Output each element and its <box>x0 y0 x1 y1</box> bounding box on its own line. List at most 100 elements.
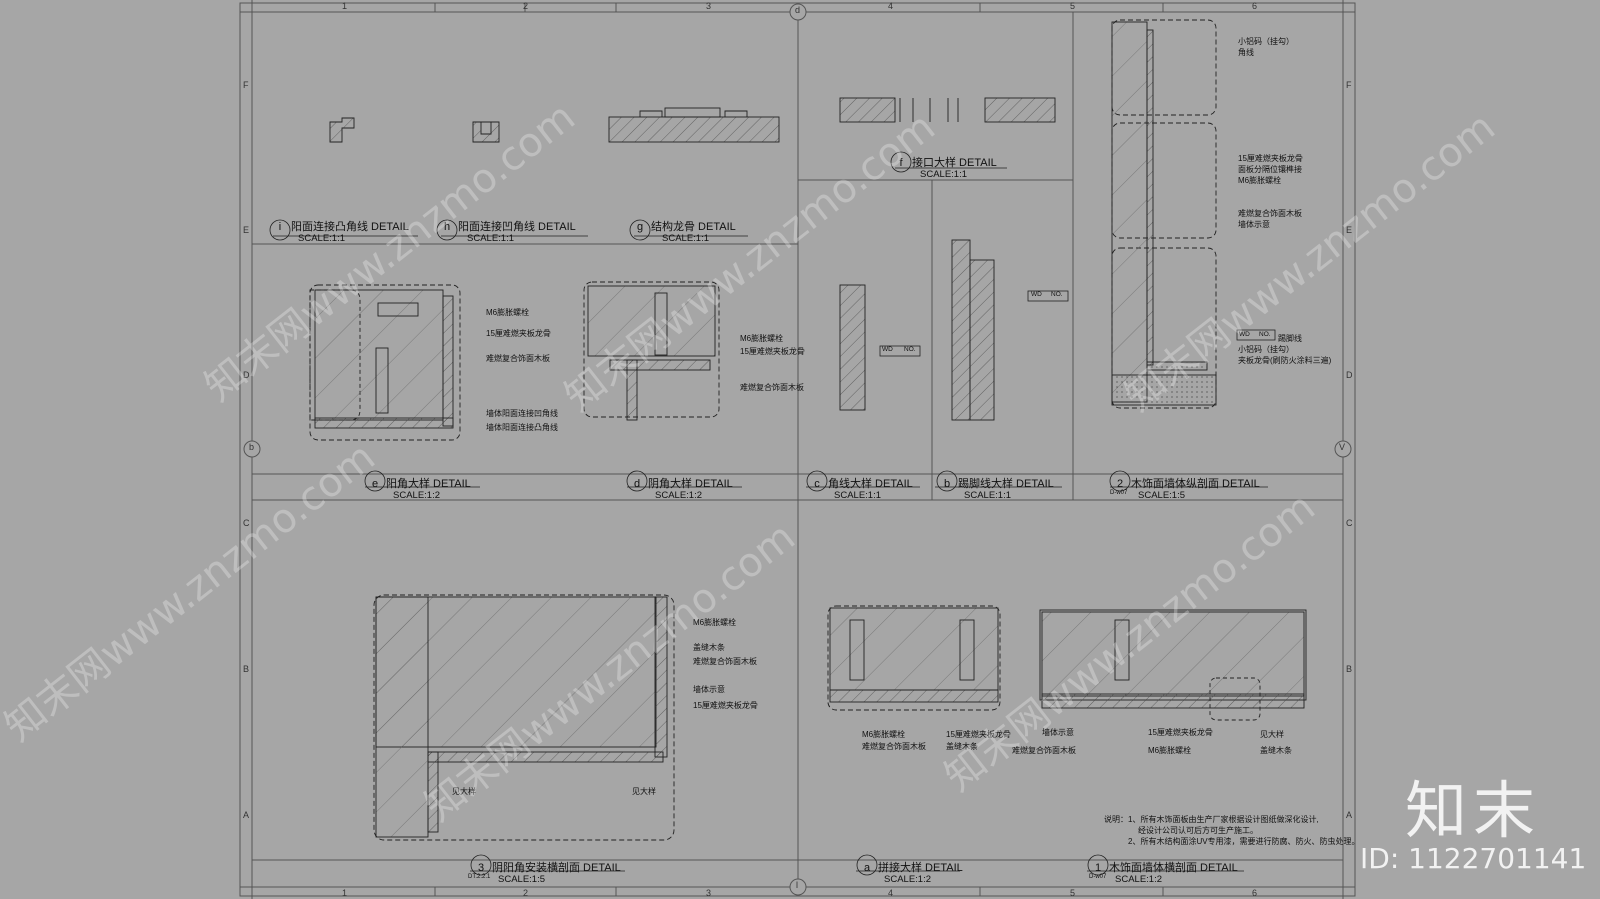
axis-mark-v: V <box>1339 442 1346 452</box>
grid-col-1: 1 <box>342 1 348 11</box>
grid-row-C: C <box>243 518 250 528</box>
three-label-5: 见大样 <box>452 787 476 796</box>
detail-f-scale: SCALE:1:1 <box>920 169 967 180</box>
grid-col-6-bottom: 6 <box>1252 888 1258 898</box>
two-wd-tag: WD <box>1239 331 1250 338</box>
brand-logo: 知末 <box>1405 774 1542 847</box>
three-label-0: M6膨胀螺栓 <box>693 618 737 627</box>
detail-b-scale: SCALE:1:1 <box>964 490 1011 501</box>
one-label-3: M6膨胀螺栓 <box>1148 746 1192 755</box>
grid-col-5-bottom: 5 <box>1070 888 1076 898</box>
grid-row-D-right: D <box>1346 370 1353 380</box>
e-label-1: 15厘难燃夹板龙骨 <box>486 329 551 338</box>
axis-mark-d: d <box>795 5 801 15</box>
two-label-9: 夹板龙骨(刷防火涂料三遍) <box>1238 356 1332 365</box>
three-label-4: 15厘难燃夹板龙骨 <box>693 701 758 710</box>
grid-row-D: D <box>243 370 250 380</box>
one-label-2: 15厘难燃夹板龙骨 <box>1148 728 1213 737</box>
two-no-tag: NO. <box>1259 331 1271 338</box>
three-label-3: 墙体示意 <box>693 685 725 694</box>
grid-col-3: 3 <box>706 1 712 11</box>
detail-a-scale: SCALE:1:2 <box>884 874 931 885</box>
axis-mark-l: l <box>796 880 798 890</box>
two-label-3: 面板分隔位镶榫接 <box>1238 165 1302 174</box>
two-label-8: 小铝码（挂勾） <box>1238 345 1294 354</box>
grid-col-5: 5 <box>1070 1 1076 11</box>
grid-col-3-bottom: 3 <box>706 888 712 898</box>
detail-d-scale: SCALE:1:2 <box>655 490 702 501</box>
detail-1-scale: SCALE:1:2 <box>1115 874 1162 885</box>
three-label-2: 难燃复合饰面木板 <box>693 657 757 666</box>
d-label-1: 15厘难燃夹板龙骨 <box>740 347 805 356</box>
two-label-7: 踢脚线 <box>1278 334 1302 343</box>
two-label-4: M6膨胀螺栓 <box>1238 176 1282 185</box>
detail-2-scale: SCALE:1:5 <box>1138 490 1185 501</box>
e-label-2: 难燃复合饰面木板 <box>486 354 550 363</box>
a-label-2: 15厘难燃夹板龙骨 <box>946 730 1011 739</box>
detail-1-sheet-ref: D-w07 <box>1089 874 1107 880</box>
grid-col-2-bottom: 2 <box>523 888 529 898</box>
detail-i-scale: SCALE:1:1 <box>298 233 345 244</box>
e-label-4: 墙体阳面连接凸角线 <box>486 423 558 432</box>
detail-3-scale: SCALE:1:5 <box>498 874 545 885</box>
b-wd-tag: WD <box>1031 291 1042 298</box>
image-id: ID: 1122701141 <box>1360 842 1587 875</box>
three-label-6: 见大样 <box>632 787 656 796</box>
detail-g-scale: SCALE:1:1 <box>662 233 709 244</box>
c-wd-tag: WD <box>882 346 893 353</box>
c-no-tag: NO. <box>904 346 916 353</box>
detail-e-scale: SCALE:1:2 <box>393 490 440 501</box>
note-line-1: 说明：1、所有木饰面板由生产厂家根据设计图纸做深化设计, <box>1104 815 1319 824</box>
grid-row-F-right: F <box>1346 80 1352 90</box>
b-no-tag: NO. <box>1051 291 1063 298</box>
grid-row-A: A <box>243 810 250 820</box>
detail-h-scale: SCALE:1:1 <box>467 233 514 244</box>
detail-2-sheet-ref: D-w07 <box>1110 490 1128 496</box>
grid-row-E: E <box>243 225 250 235</box>
d-label-2: 难燃复合饰面木板 <box>740 383 804 392</box>
a-label-3: 盖缝木条 <box>946 742 978 751</box>
grid-col-2: 2 <box>523 1 529 11</box>
grid-row-F: F <box>243 80 249 90</box>
grid-col-4: 4 <box>888 1 894 11</box>
one-label-0: 墙体示意 <box>1042 728 1074 737</box>
grid-col-6: 6 <box>1252 1 1258 11</box>
grid-col-1-bottom: 1 <box>342 888 348 898</box>
two-label-1: 角线 <box>1238 48 1254 57</box>
two-label-6: 墙体示意 <box>1238 220 1270 229</box>
grid-row-B: B <box>243 664 250 674</box>
two-label-5: 难燃复合饰面木板 <box>1238 209 1302 218</box>
note-line-3: 2、所有木结构面涂UV专用漆，需要进行防腐、防火、防虫处理。 <box>1128 837 1360 846</box>
grid-col-4-bottom: 4 <box>888 888 894 898</box>
grid-row-C-right: C <box>1346 518 1353 528</box>
a-label-0: M6膨胀螺栓 <box>862 730 906 739</box>
e-label-0: M6膨胀螺栓 <box>486 308 530 317</box>
d-label-0: M6膨胀螺栓 <box>740 334 784 343</box>
grid-row-B-right: B <box>1346 664 1353 674</box>
one-label-1: 难燃复合饰面木板 <box>1012 746 1076 755</box>
one-label-5: 盖缝木条 <box>1260 746 1292 755</box>
two-label-2: 15厘难燃夹板龙骨 <box>1238 154 1303 163</box>
grid-row-A-right: A <box>1346 810 1353 820</box>
detail-c-scale: SCALE:1:1 <box>834 490 881 501</box>
e-label-3: 墙体阳面连接凹角线 <box>486 409 558 418</box>
a-label-1: 难燃复合饰面木板 <box>862 742 926 751</box>
detail-3-sheet-ref: DT.2.2.1 <box>468 874 491 880</box>
two-label-0: 小铝码（挂勾） <box>1238 37 1294 46</box>
axis-mark-b: b <box>249 442 255 452</box>
three-label-1: 盖缝木条 <box>693 643 725 652</box>
